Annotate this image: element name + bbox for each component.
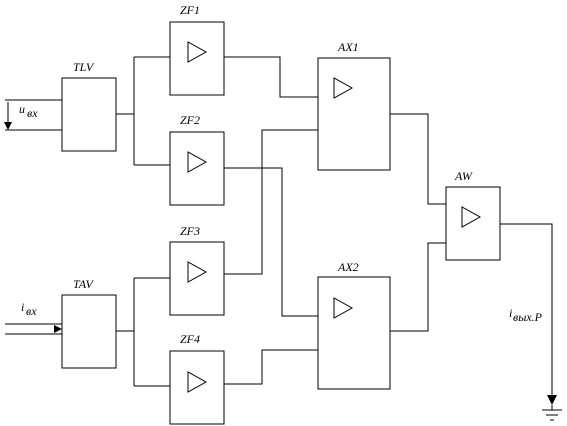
current-input-arrow — [54, 325, 62, 333]
block-zf4: ZF4 — [169, 332, 225, 425]
amplifier-icon — [461, 206, 482, 228]
amplifier-icon — [333, 297, 354, 319]
block-ax2-label: AX2 — [337, 260, 359, 274]
block-tlv-label: TLV — [73, 60, 95, 74]
voltage-input-label: u вх — [19, 102, 38, 120]
block-tlv: TLV — [61, 60, 117, 152]
amplifier-icon — [187, 151, 208, 173]
wires — [5, 56, 562, 421]
block-zf4-label: ZF4 — [180, 332, 200, 346]
block-zf3-label: ZF3 — [180, 224, 200, 238]
svg-text:вых.Р: вых.Р — [513, 310, 543, 324]
output-label: i вых.Р — [509, 306, 543, 324]
voltage-input-arrow — [4, 102, 12, 130]
block-ax2: AX2 — [317, 260, 391, 390]
block-aw: AW — [445, 169, 501, 261]
block-zf3: ZF3 — [169, 224, 225, 316]
svg-text:вх: вх — [26, 304, 37, 318]
amplifier-icon — [333, 77, 354, 99]
svg-text:вх: вх — [27, 106, 38, 120]
amplifier-icon — [187, 371, 208, 393]
block-zf1-label: ZF1 — [180, 3, 200, 17]
block-tav: TAV — [61, 277, 117, 369]
svg-text:i: i — [21, 300, 24, 314]
svg-text:i: i — [509, 306, 512, 320]
block-zf2: ZF2 — [169, 113, 225, 206]
current-input-label: i вх — [21, 300, 37, 318]
block-tav-label: TAV — [73, 277, 95, 291]
block-aw-label: AW — [454, 169, 473, 183]
block-zf2-label: ZF2 — [180, 113, 200, 127]
block-ax1: AX1 — [317, 40, 391, 171]
block-zf1: ZF1 — [169, 3, 225, 96]
output-ground-arrow — [547, 395, 557, 410]
block-ax1-label: AX1 — [337, 40, 359, 54]
amplifier-icon — [187, 41, 208, 63]
svg-text:u: u — [19, 102, 25, 116]
amplifier-icon — [187, 261, 208, 283]
